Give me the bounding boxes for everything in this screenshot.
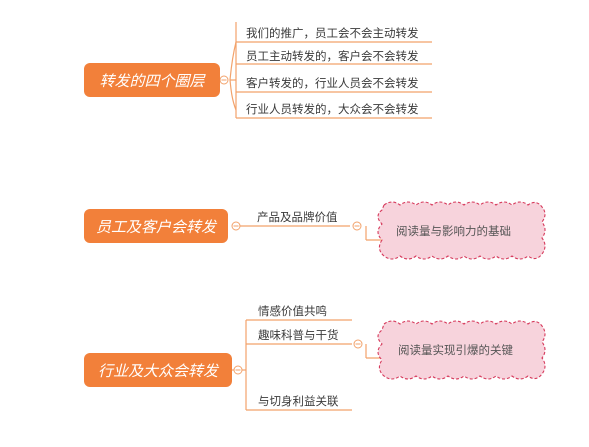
subtopic-emotional-resonance[interactable]: 情感价值共鸣 [258, 304, 327, 318]
minus-circle-icon[interactable] [353, 339, 363, 349]
minus-circle-icon[interactable] [233, 365, 243, 375]
minus-circle-icon[interactable] [231, 221, 241, 231]
cloud-callout [377, 320, 546, 380]
minus-circle-icon[interactable] [352, 221, 362, 231]
subtopic-personal-interest[interactable]: 与切身利益关联 [258, 394, 339, 408]
callout-readership-breakout: 阅读量实现引爆的关键 [398, 343, 513, 357]
subtopic-industry-public[interactable]: 行业人员转发的，大众会不会转发 [246, 102, 419, 116]
minus-circle-icon[interactable] [219, 75, 229, 85]
subtopic-promotion-employees[interactable]: 我们的推广，员工会不会主动转发 [246, 26, 419, 40]
cloud-callout [377, 201, 546, 260]
subtopic-employees-customers[interactable]: 员工主动转发的，客户会不会转发 [246, 49, 419, 63]
topic-industry-public-forward[interactable]: 行业及大众会转发 [84, 353, 232, 387]
subtopic-customers-industry[interactable]: 客户转发的，行业人员会不会转发 [246, 76, 419, 90]
topic-employees-customers-forward[interactable]: 员工及客户会转发 [84, 209, 228, 243]
topic-forwarding-circles[interactable]: 转发的四个圈层 [84, 63, 220, 97]
callout-readership-foundation: 阅读量与影响力的基础 [396, 224, 511, 238]
subtopic-fun-science[interactable]: 趣味科普与干货 [258, 328, 339, 342]
subtopic-product-brand-value[interactable]: 产品及品牌价值 [257, 210, 338, 224]
